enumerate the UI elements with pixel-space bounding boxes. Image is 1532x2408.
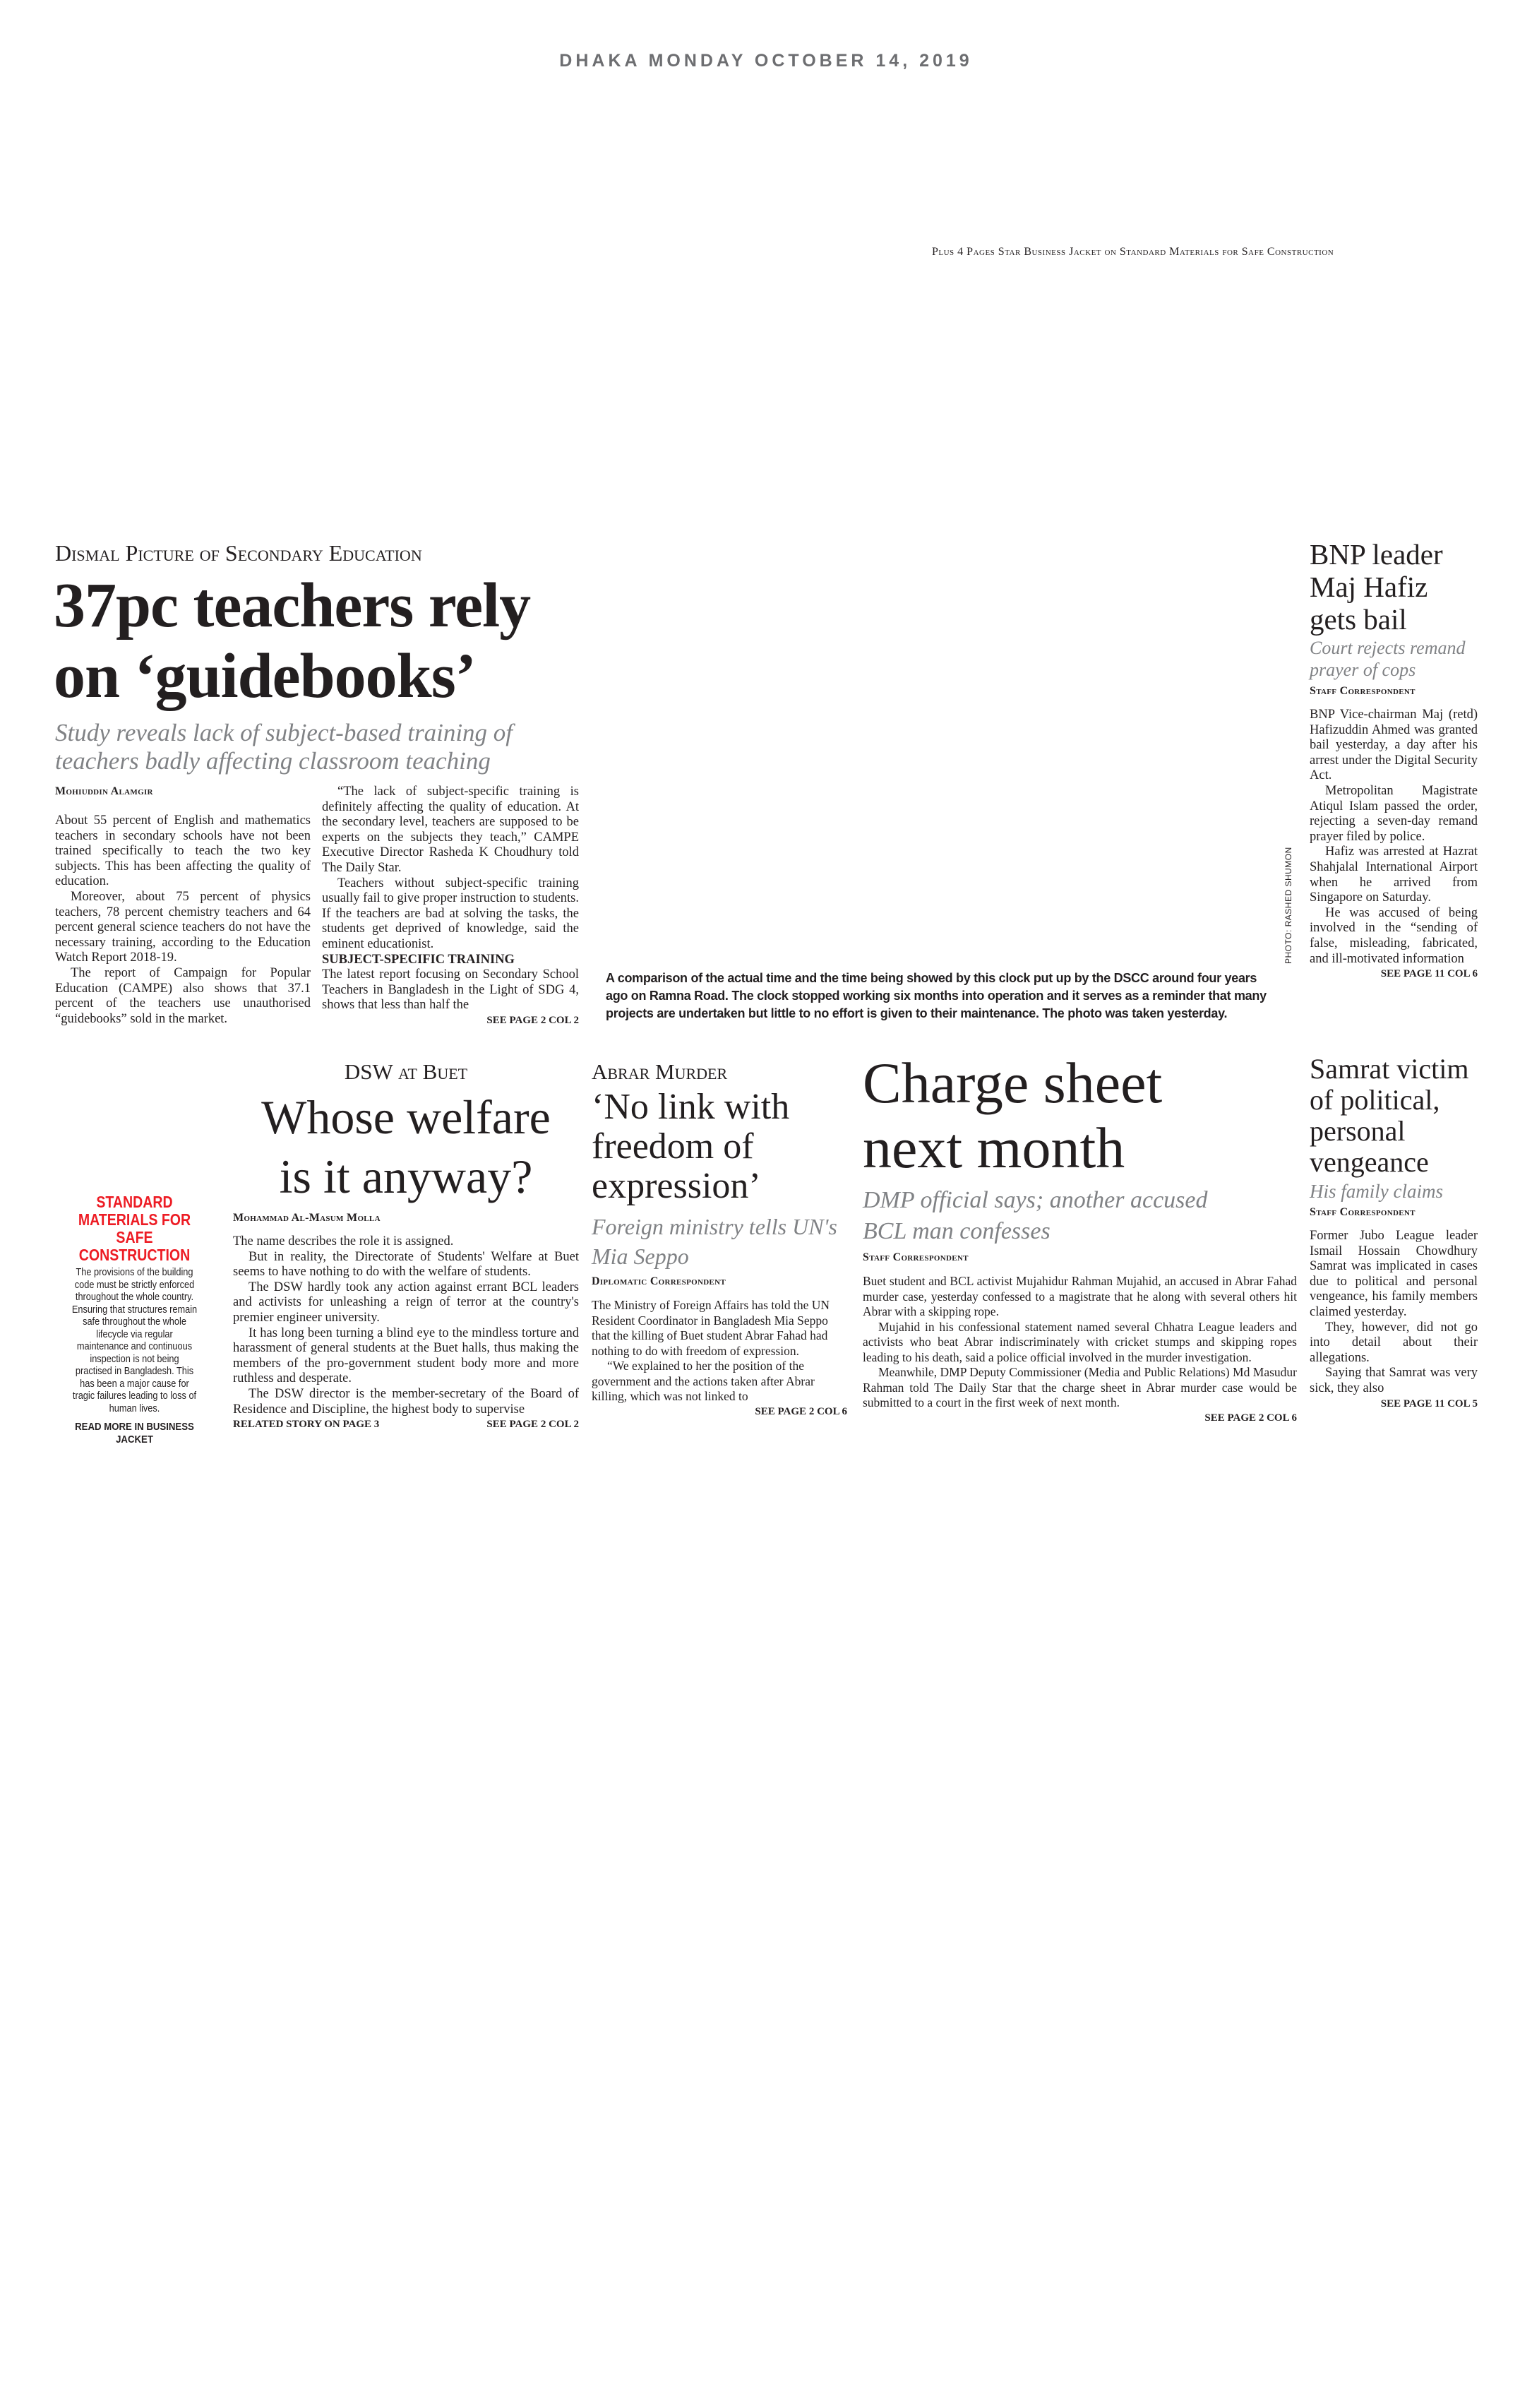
paragraph: Metropolitan Magistrate Atiqul Islam pas… [1310,783,1478,844]
samrat-byline: Staff Correspondent [1310,1206,1416,1218]
lead-subhead-line: Study reveals lack of subject-based trai… [55,719,513,746]
promo-title: STANDARD MATERIALS FOR SAFE CONSTRUCTION [78,1193,191,1264]
paragraph: Meanwhile, DMP Deputy Commissioner (Medi… [863,1365,1297,1409]
lead-subhead-line: teachers badly affecting classroom teach… [55,747,491,775]
paragraph: The Ministry of Foreign Affairs has told… [592,1298,830,1358]
charge-headline-line: Charge sheet [863,1051,1163,1115]
read-more-link[interactable]: READ MORE IN BUSINESS JACKET [75,1421,194,1446]
abrar-kicker: Abrar Murder [592,1059,728,1084]
jump-link[interactable]: SEE PAGE 2 COL 2 [486,1014,579,1026]
paragraph: It has long been turning a blind eye to … [233,1325,579,1386]
paragraph: Teachers without subject-specific traini… [322,876,579,951]
paragraph: BNP Vice-chairman Maj (retd) Hafizuddin … [1310,708,1478,783]
lead-col-1: About 55 percent of English and mathemat… [55,813,311,1027]
charge-subhead: DMP official says; another accused BCL m… [863,1187,1208,1244]
promo-text: The provisions of the building code must… [71,1267,198,1414]
date-line: DHAKA MONDAY OCTOBER 14, 2019 [559,51,973,71]
promo-line[interactable]: Plus 4 Pages Star Business Jacket on Sta… [932,246,1334,258]
abrar-story: Abrar Murder ‘No link with freedom of ex… [592,1059,847,1419]
section-head: SUBJECT-SPECIFIC TRAINING [322,952,515,967]
abrar-subhead: Foreign ministry tells UN's Mia Seppo [592,1214,837,1269]
abrar-headline[interactable]: ‘No link with freedom of expression’ [592,1087,790,1206]
samrat-headline[interactable]: Samrat victim of political, personal ven… [1310,1053,1469,1178]
bnp-headline[interactable]: BNP leader Maj Hafiz gets bail [1310,538,1443,636]
bnp-subhead: Court rejects remand prayer of cops [1310,638,1466,680]
lead-headline[interactable]: 37pc teachers rely on ‘guidebooks’ [54,571,531,712]
paragraph: “The lack of subject-specific training i… [322,785,579,875]
abrar-byline: Diplomatic Correspondent [592,1275,726,1287]
charge-body: Buet student and BCL activist Mujahidur … [863,1274,1297,1426]
jump-link[interactable]: SEE PAGE 2 COL 6 [1204,1412,1297,1424]
charge-byline: Staff Correspondent [863,1251,969,1263]
samrat-story: Samrat victim of political, personal ven… [1310,1054,1478,1412]
dsw-story: DSW at Buet Whose welfare is it anyway? … [233,1059,579,1433]
paragraph: Moreover, about 75 percent of physics te… [55,889,311,965]
paragraph: Mujahid in his confessional statement na… [863,1319,1297,1364]
lead-kicker: Dismal Picture of Secondary Education [55,540,422,566]
paragraph: He was accused of being involved in the … [1310,905,1478,966]
dsw-kicker: DSW at Buet [344,1059,468,1084]
lead-headline-line: 37pc teachers rely [54,571,531,640]
paragraph: The name describes the role it is assign… [233,1234,454,1248]
bnp-body: BNP Vice-chairman Maj (retd) Hafizuddin … [1310,708,1478,982]
paragraph: The latest report focusing on Secondary … [322,967,579,1013]
lead-subhead: Study reveals lack of subject-based trai… [55,719,513,775]
paragraph: They, however, did not go into detail ab… [1310,1320,1478,1365]
abrar-body: The Ministry of Foreign Affairs has told… [592,1298,847,1419]
paragraph: Former Jubo League leader Ismail Hossain… [1310,1229,1478,1319]
sidebar-promo[interactable]: STANDARD MATERIALS FOR SAFE CONSTRUCTION… [62,1193,207,1446]
bnp-byline: Staff Correspondent [1310,685,1416,697]
paragraph: The DSW hardly took any action against e… [233,1280,579,1325]
lead-col-2: “The lack of subject-specific training i… [322,785,579,1029]
lead-byline: Mohiuddin Alamgir [55,785,153,797]
paragraph: About 55 percent of English and mathemat… [55,813,311,889]
bnp-story: BNP leader Maj Hafiz gets bail Court rej… [1310,538,1478,982]
jump-link[interactable]: SEE PAGE 2 COL 6 [755,1405,847,1417]
lead-headline-line: on ‘guidebooks’ [54,641,477,711]
paragraph: “We explained to her the position of the… [592,1359,815,1403]
photo-caption: A comparison of the actual time and the … [606,971,1267,1020]
dsw-headline-line: is it anyway? [279,1150,533,1203]
dsw-headline-line: Whose welfare [261,1090,551,1144]
jump-link[interactable]: SEE PAGE 11 COL 6 [1380,968,1478,980]
paragraph: Saying that Samrat was very sick, they a… [1310,1366,1478,1395]
jump-link[interactable]: SEE PAGE 2 COL 2 [486,1419,579,1431]
charge-headline-line: next month [863,1116,1125,1180]
dsw-body: The name describes the role it is assign… [233,1234,579,1433]
paragraph: Hafiz was arrested at Hazrat Shahjalal I… [1310,845,1478,905]
charge-headline[interactable]: Charge sheet next month [863,1051,1297,1181]
paragraph: The report of Campaign for Popular Educa… [55,965,311,1026]
jump-link[interactable]: SEE PAGE 11 COL 5 [1380,1397,1478,1409]
charge-story: Charge sheet next month DMP official say… [863,1051,1297,1426]
photo-credit: PHOTO: RASHED SHUMON [1283,847,1293,964]
paragraph: Buet student and BCL activist Mujahidur … [863,1274,1297,1318]
dsw-headline[interactable]: Whose welfare is it anyway? [233,1087,579,1206]
photo [607,537,1274,960]
samrat-body: Former Jubo League leader Ismail Hossain… [1310,1229,1478,1412]
paragraph: The DSW director is the member-secretary… [233,1386,579,1417]
paragraph: But in reality, the Directorate of Stude… [233,1249,579,1280]
samrat-subhead: His family claims [1310,1181,1443,1202]
dsw-byline: Mohammad Al-Masum Molla [233,1212,381,1224]
related-link[interactable]: RELATED STORY ON PAGE 3 [233,1419,380,1431]
